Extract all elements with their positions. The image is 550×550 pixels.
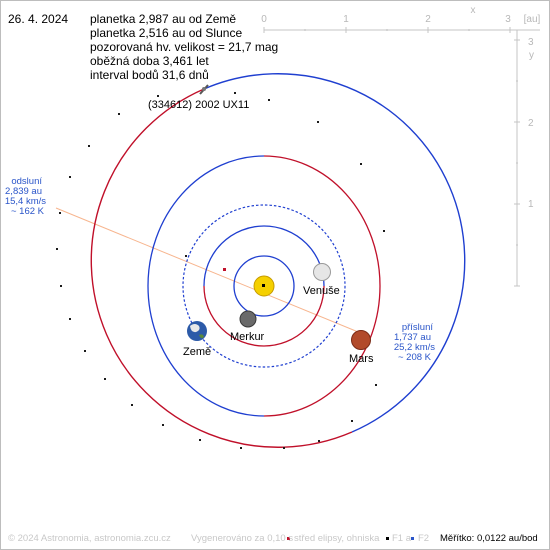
earth-icon: [187, 321, 207, 341]
x-tick-2: 2: [425, 14, 431, 25]
earth-label: Země: [183, 346, 211, 358]
mars-orbit-left: [147, 155, 265, 417]
mercury-label: Merkur: [230, 331, 265, 343]
aphelion-speed: 15,4 km/s: [5, 196, 46, 207]
asteroid-orbit-blue: [203, 73, 466, 433]
point-interval-text: interval bodů 31,6 dnů: [90, 68, 209, 82]
venus-orbit-upper: [203, 225, 325, 287]
mercury-orbit: [233, 255, 295, 317]
x-tick-1: 1: [343, 14, 349, 25]
footer: © 2024 Astronomia, astronomia.zcu.cz Vyg…: [0, 533, 550, 547]
asteroid-label: (334612) 2002 UX11: [148, 99, 249, 111]
aphelion-distance: 2,839 au: [5, 186, 42, 197]
y-tick-1: 1: [528, 199, 534, 210]
apsis-line: [55, 207, 369, 337]
legend-f2-text: F2: [418, 533, 430, 544]
legend-f1-text: F1 a: [392, 533, 412, 544]
mars-icon: [351, 330, 371, 350]
asteroid-orbit-points: [56, 92, 385, 449]
mercury-icon: [239, 310, 257, 328]
copyright-text: © 2024 Astronomia, astronomia.zcu.cz: [8, 533, 171, 544]
y-tick-3: 3: [528, 37, 534, 48]
aphelion-annotation: odsluní 2,839 au 15,4 km/s ~ 162 K: [5, 176, 46, 217]
perihelion-annotation: přísluní 1,737 au 25,2 km/s ~ 208 K: [394, 322, 435, 363]
perihelion-speed: 25,2 km/s: [394, 342, 435, 353]
legend-center-text: střed elipsy, ohniska: [294, 533, 380, 544]
x-tick-3: 3: [505, 14, 511, 25]
mars-orbit-right: [263, 155, 381, 417]
venus-orbit-lower: [203, 285, 325, 347]
magnitude-text: pozorovaná hv. velikost = 21,7 mag: [90, 40, 279, 54]
sun-focus-marker: [262, 284, 265, 287]
generated-text: Vygenerováno za 0,10 s: [191, 533, 294, 544]
x-axis-label: x: [471, 5, 476, 16]
scale-text: Měřítko: 0,0122 au/bod: [440, 533, 538, 544]
earth-distance-text: planetka 2,987 au od Země: [90, 12, 237, 26]
y-axis-label: y: [529, 50, 534, 61]
x-axis-ticks: [263, 27, 511, 33]
legend-center-marker: [287, 537, 290, 540]
perihelion-distance: 1,737 au: [394, 332, 431, 343]
date-label: 26. 4. 2024: [8, 12, 69, 26]
info-panel: planetka 2,987 au od Země planetka 2,516…: [90, 12, 278, 82]
asteroid-icon: [199, 84, 209, 95]
y-tick-2: 2: [528, 118, 534, 129]
y-axis-ticks: [514, 39, 520, 287]
aphelion-title: odsluní: [11, 176, 42, 187]
aphelion-temp: ~ 162 K: [11, 206, 45, 217]
perihelion-title: přísluní: [402, 322, 434, 333]
legend-f2-marker: [411, 537, 414, 540]
venus-icon: [313, 263, 331, 281]
x-tick-0: 0: [261, 14, 267, 25]
perihelion-temp: ~ 208 K: [398, 352, 432, 363]
legend-f1-marker: [386, 537, 389, 540]
sun-distance-text: planetka 2,516 au od Slunce: [90, 26, 243, 40]
earth-orbit: [182, 204, 346, 368]
asteroid-orbit-red: [90, 88, 353, 448]
venus-label: Venuše: [303, 285, 340, 297]
axis-unit: [au]: [524, 14, 541, 25]
mars-label: Mars: [349, 353, 374, 365]
orbital-period-text: oběžná doba 3,461 let: [90, 54, 209, 68]
